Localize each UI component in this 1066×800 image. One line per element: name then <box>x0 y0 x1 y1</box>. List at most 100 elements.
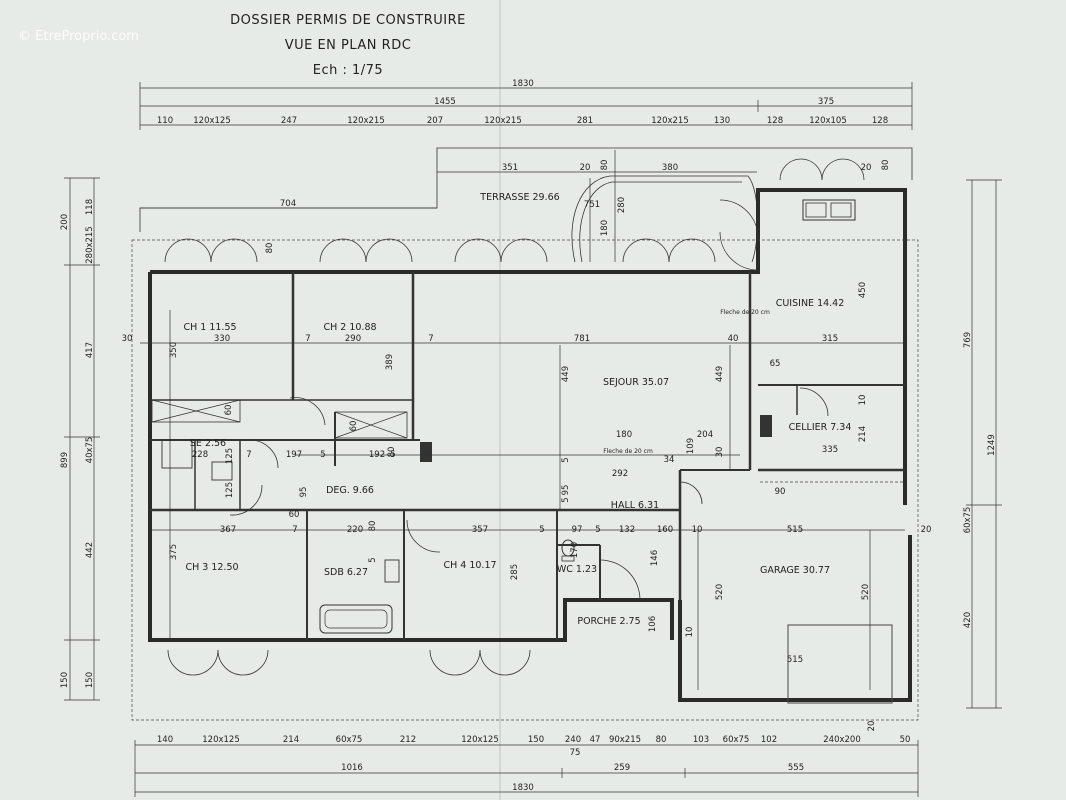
dim-bot-120x125-b: 120x125 <box>461 735 498 745</box>
dim-bot-50: 50 <box>900 735 911 745</box>
dim-228: 228 <box>192 450 208 460</box>
dim-350: 350 <box>169 342 179 358</box>
plan-title: DOSSIER PERMIS DE CONSTRUIRE <box>230 13 466 28</box>
lower-dims: 367 60 7 220 80 357 5 97 5 132 160 10 51… <box>169 510 931 731</box>
dim-315: 315 <box>822 334 838 344</box>
dim-357: 357 <box>472 525 488 535</box>
dim-top-120x125: 120x125 <box>193 116 230 126</box>
dim-180: 180 <box>616 430 632 440</box>
interior-dimension-lines <box>140 310 905 690</box>
dim-terr-180: 180 <box>600 220 610 236</box>
dim-80-a: 80 <box>387 447 397 458</box>
dim-285: 285 <box>510 564 520 580</box>
dim-220: 220 <box>347 525 363 535</box>
dim-132: 132 <box>619 525 635 535</box>
dim-bot-90x215: 90x215 <box>609 735 641 745</box>
dim-30-b: 30 <box>715 447 725 458</box>
room-se: SE 2.56 <box>190 438 226 449</box>
dim-95-b: 95 <box>561 485 571 496</box>
dim-top-120x105: 120x105 <box>809 116 846 126</box>
room-ch2: CH 2 10.88 <box>323 322 376 333</box>
dim-450: 450 <box>858 282 868 298</box>
dim-bot-total: 1830 <box>512 783 534 793</box>
dim-449-a: 449 <box>561 366 571 382</box>
dim-left-150-b: 150 <box>85 672 95 688</box>
dim-terr-80-c: 80 <box>265 243 275 254</box>
room-terrasse: TERRASSE 29.66 <box>479 192 559 203</box>
dim-bot-1016: 1016 <box>341 763 363 773</box>
dim-left-899: 899 <box>60 452 70 468</box>
room-ch1: CH 1 11.55 <box>183 322 236 333</box>
dim-right-420: 420 <box>963 612 973 628</box>
dim-7-d: 7 <box>292 525 297 535</box>
dim-bot-212: 212 <box>400 735 416 745</box>
dim-top-120x215-c: 120x215 <box>651 116 688 126</box>
dim-292: 292 <box>612 469 628 479</box>
dim-106: 106 <box>648 616 658 632</box>
bottom-dimension-lines <box>134 740 919 797</box>
middle-dims: 60 7 192 60 80 180 109 204 30 34 228 125… <box>192 405 786 503</box>
dim-5-a: 5 <box>320 450 325 460</box>
dim-top-110: 110 <box>157 116 173 126</box>
dim-top-120x215-b: 120x215 <box>484 116 521 126</box>
dim-330: 330 <box>214 334 230 344</box>
dim-top-130: 130 <box>714 116 730 126</box>
room-cellier: CELLIER 7.34 <box>789 422 852 433</box>
dim-top-1455: 1455 <box>434 97 456 107</box>
dim-34: 34 <box>664 455 675 465</box>
dim-60-b: 60 <box>349 421 359 432</box>
dim-520-b: 520 <box>861 584 871 600</box>
dim-top-128-a: 128 <box>767 116 783 126</box>
left-dimension-lines <box>64 177 100 701</box>
dim-7-b: 7 <box>428 334 433 344</box>
dim-109: 109 <box>686 438 696 454</box>
dim-40: 40 <box>728 334 739 344</box>
dim-5-d: 5 <box>390 450 395 460</box>
dim-367: 367 <box>220 525 236 535</box>
dim-left-150-a: 150 <box>60 672 70 688</box>
dim-389: 389 <box>385 354 395 370</box>
shower-se-icon <box>161 439 193 469</box>
dim-10-c: 10 <box>685 627 695 638</box>
dim-terr-351: 351 <box>502 163 518 173</box>
door-and-window-swings <box>164 158 865 676</box>
dim-5-c: 5 <box>561 497 571 502</box>
dim-160: 160 <box>657 525 673 535</box>
dim-top-120x215-a: 120x215 <box>347 116 384 126</box>
dim-515-b: 515 <box>787 655 803 665</box>
dim-5-f: 5 <box>595 525 600 535</box>
note-fleche-cuisine: Fleche de 20 cm <box>720 309 770 316</box>
exterior-walls <box>131 188 919 721</box>
dim-449-b: 449 <box>715 366 725 382</box>
dim-left-442: 442 <box>85 542 95 558</box>
dim-right-60x75: 60x75 <box>963 507 973 534</box>
washbasin-se-icon <box>211 461 233 481</box>
dim-20-b: 20 <box>867 721 877 732</box>
dim-10-b: 10 <box>692 525 703 535</box>
terrasse-outline <box>139 147 913 263</box>
dim-170: 170 <box>570 542 580 558</box>
bathtub-icon <box>319 604 393 634</box>
dim-125-b: 125 <box>225 482 235 498</box>
dim-right-1249: 1249 <box>987 434 997 456</box>
dim-192: 192 <box>369 450 385 460</box>
dim-terr-20: 20 <box>580 163 591 173</box>
dim-bot-60x75: 60x75 <box>336 735 363 745</box>
dim-bot-103: 103 <box>693 735 709 745</box>
washbasin-sdb-icon <box>384 559 400 583</box>
dim-204: 204 <box>697 430 713 440</box>
dim-bot-150: 150 <box>528 735 544 745</box>
dim-terr-280: 280 <box>617 197 627 213</box>
dim-146: 146 <box>650 550 660 566</box>
room-porche: PORCHE 2.75 <box>577 616 640 627</box>
dim-90: 90 <box>775 487 786 497</box>
room-row-dims: 30 350 330 7 290 7 389 781 449 449 40 31… <box>122 282 868 455</box>
dim-7-a: 7 <box>305 334 310 344</box>
dim-60-c: 60 <box>289 510 300 520</box>
dim-7-c: 7 <box>246 450 251 460</box>
room-sdb: SDB 6.27 <box>324 567 368 578</box>
dim-terr-20-b: 20 <box>861 163 872 173</box>
dim-290: 290 <box>345 334 361 344</box>
dim-125-a: 125 <box>225 448 235 464</box>
